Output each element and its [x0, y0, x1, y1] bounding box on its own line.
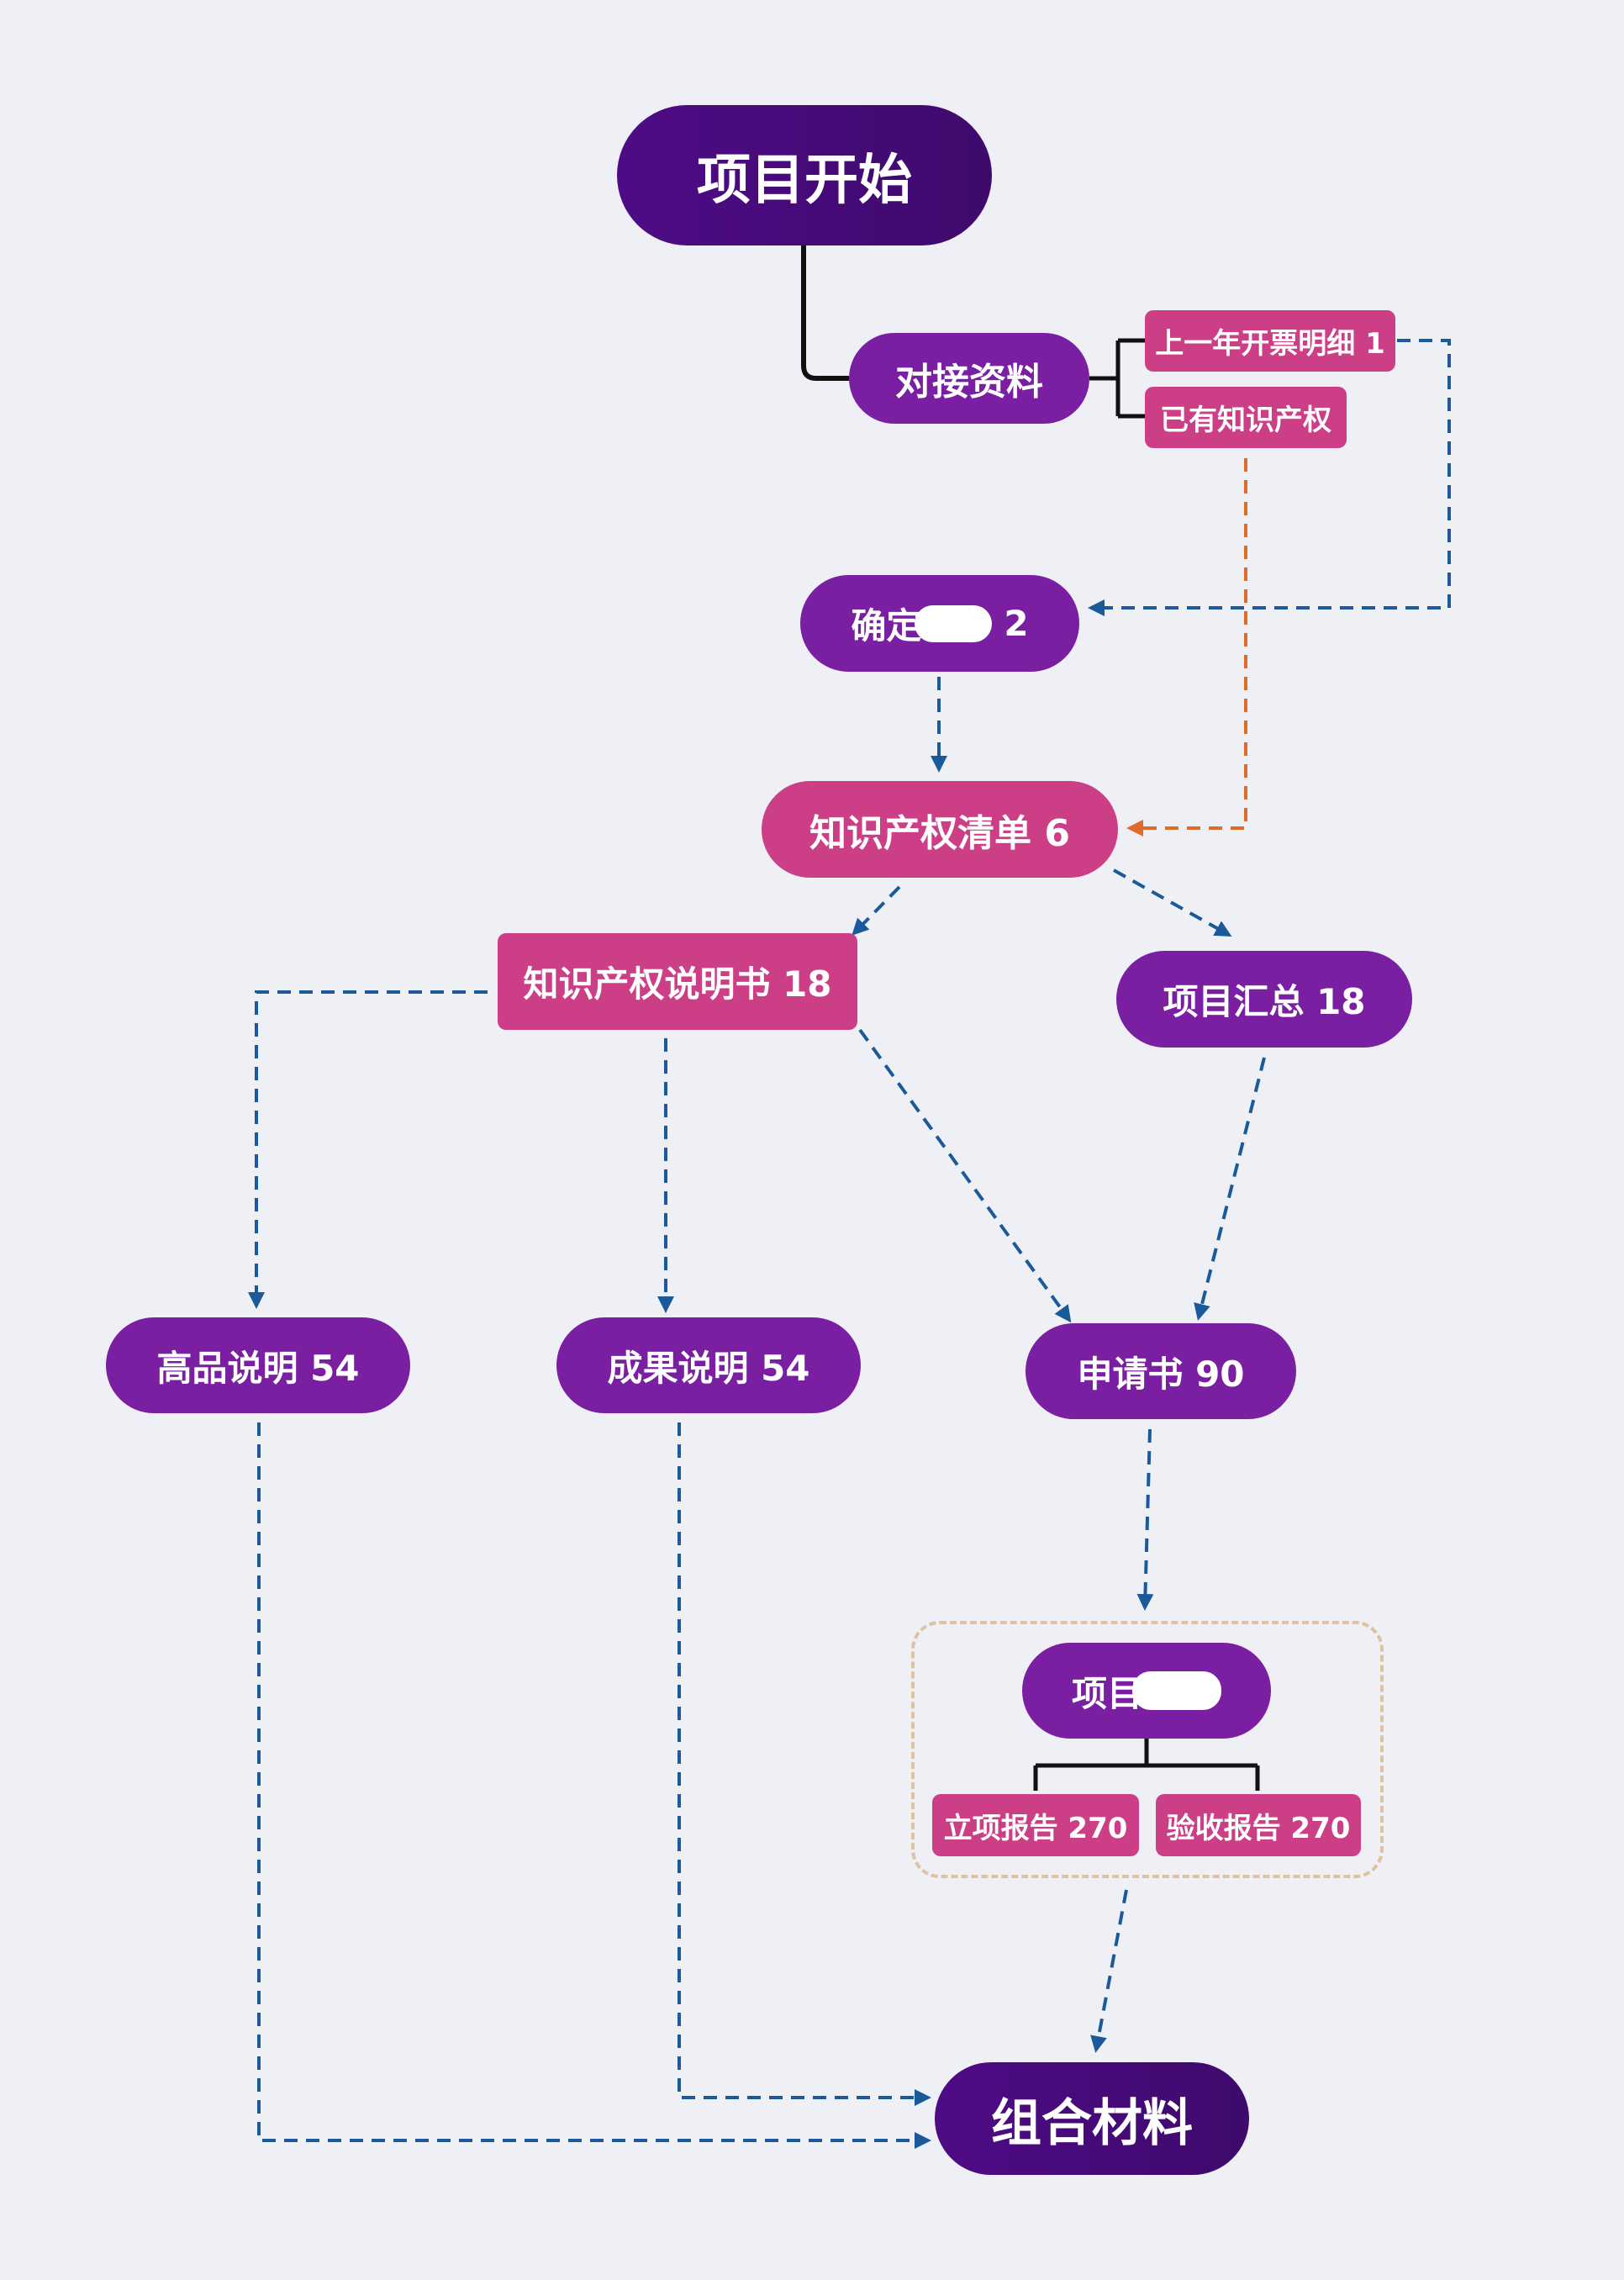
node-combine-label: 组合材料	[991, 2093, 1193, 2153]
arrow-invoice-to-confirm	[1088, 339, 1451, 616]
arrow-ip-manual-to-product	[248, 990, 488, 1309]
arrow-product-to-combine	[257, 1422, 931, 2149]
node-application[interactable]: 申请书 90	[1026, 1323, 1296, 1419]
node-project-group[interactable]: 项目	[1022, 1643, 1271, 1739]
node-result-desc[interactable]: 成果说明 54	[556, 1317, 861, 1413]
node-materials-label: 对接资料	[895, 361, 1043, 404]
arrow-application-to-group	[1136, 1428, 1154, 1611]
node-approval-report-label: 立项报告 270	[943, 1811, 1128, 1845]
arrow-ip-list-to-summary	[1113, 868, 1232, 937]
node-materials[interactable]: 对接资料	[849, 333, 1089, 424]
node-confirm-prefix: 确定	[851, 605, 922, 647]
arrow-group-to-combine	[1090, 1889, 1128, 2053]
node-start[interactable]: 项目开始	[617, 105, 992, 245]
node-product-desc-label: 高品说明 54	[156, 1347, 360, 1389]
node-application-label: 申请书 90	[1077, 1353, 1245, 1395]
node-acceptance-report[interactable]: 验收报告 270	[1156, 1794, 1361, 1856]
connector-materials-bracket	[1089, 338, 1145, 419]
node-confirm-suffix: 2	[1004, 603, 1029, 644]
node-project-group-prefix: 项目	[1071, 1672, 1142, 1714]
node-combine[interactable]: 组合材料	[935, 2062, 1249, 2175]
arrow-result-to-combine	[678, 1422, 931, 2106]
project-group-box	[911, 1621, 1384, 1878]
arrow-summary-to-application	[1194, 1057, 1266, 1321]
node-project-summary-label: 项目汇总 18	[1163, 981, 1366, 1022]
node-existing-ip[interactable]: 已有知识产权	[1145, 387, 1347, 448]
node-start-label: 项目开始	[697, 149, 912, 212]
arrow-existing-ip-to-ip-list	[1126, 458, 1247, 837]
node-invoice-detail-label: 上一年开票明细 1	[1155, 327, 1385, 361]
node-approval-report[interactable]: 立项报告 270	[932, 1794, 1139, 1856]
node-existing-ip-label: 已有知识产权	[1160, 404, 1331, 437]
node-acceptance-report-label: 验收报告 270	[1166, 1811, 1351, 1845]
node-invoice-detail[interactable]: 上一年开票明细 1	[1145, 310, 1395, 372]
node-ip-manual[interactable]: 知识产权说明书 18	[498, 933, 857, 1030]
redaction-mark	[915, 604, 993, 642]
arrow-ip-list-to-ip-manual	[852, 885, 901, 936]
connector-group-tree	[1033, 1739, 1260, 1791]
node-ip-list[interactable]: 知识产权清单 6	[762, 781, 1118, 878]
redaction-mark	[1132, 1671, 1221, 1710]
node-ip-list-label: 知识产权清单 6	[809, 811, 1070, 855]
connector-start-to-materials	[801, 245, 849, 381]
arrow-ip-manual-to-application	[858, 1028, 1072, 1323]
node-ip-manual-label: 知识产权说明书 18	[523, 963, 832, 1005]
node-project-summary[interactable]: 项目汇总 18	[1116, 951, 1412, 1048]
node-product-desc[interactable]: 高品说明 54	[106, 1317, 410, 1413]
node-confirm[interactable]: 确定 2	[800, 575, 1079, 672]
node-result-desc-label: 成果说明 54	[607, 1347, 810, 1389]
